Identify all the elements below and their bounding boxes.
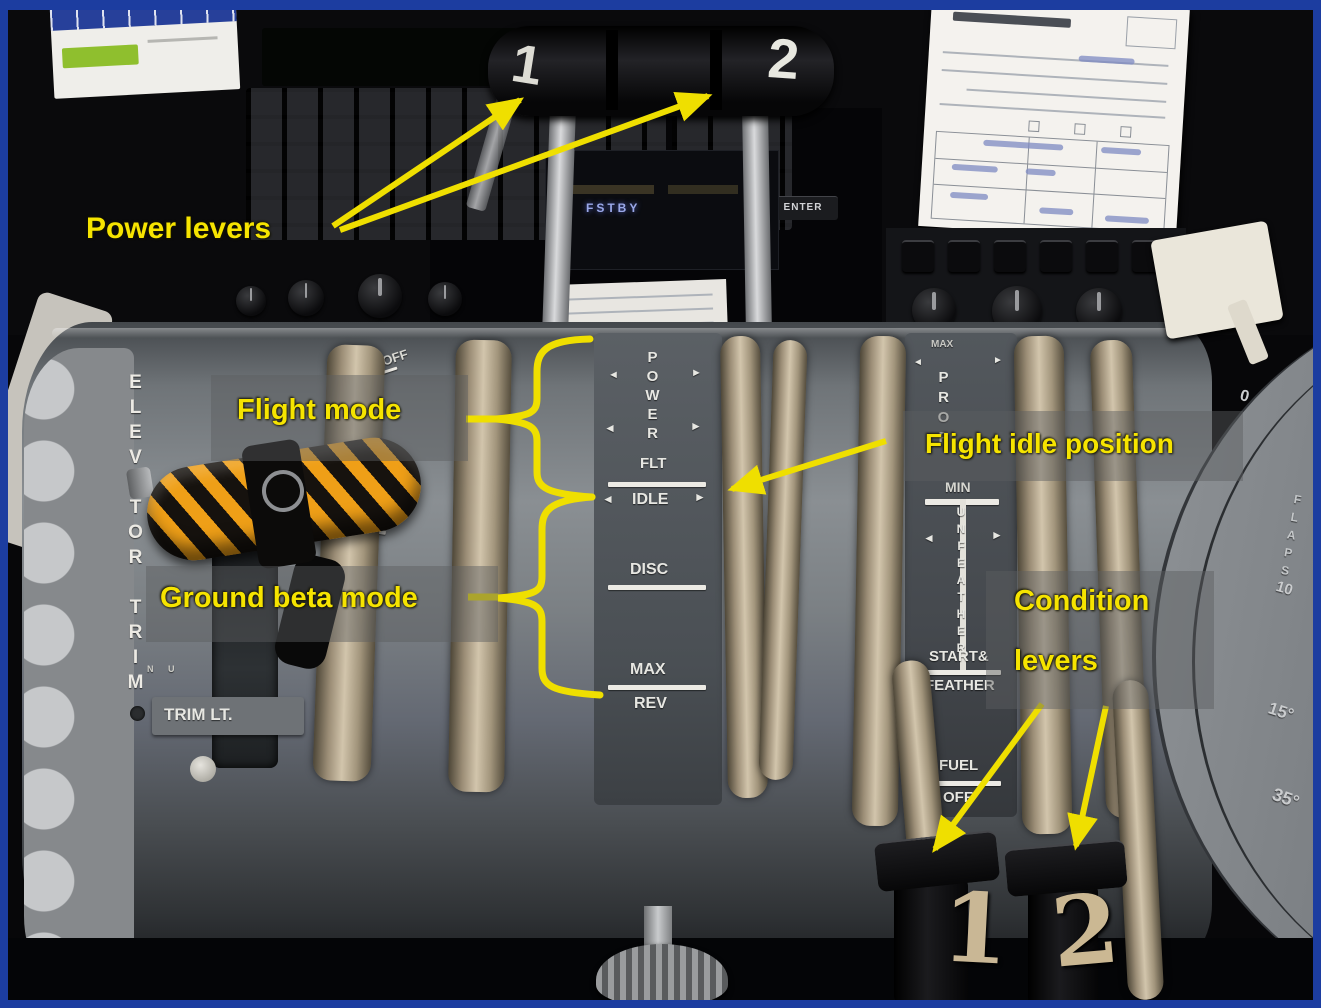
flt-label: FLT bbox=[640, 455, 667, 472]
disc-label: DISC bbox=[630, 561, 669, 578]
trim-light-button bbox=[190, 756, 216, 782]
flight-idle-arrow-icon bbox=[727, 438, 887, 495]
elevator-trim-wheel bbox=[24, 348, 134, 996]
power-lever-knobs bbox=[488, 26, 834, 116]
power-levers-label: Power levers bbox=[86, 212, 272, 245]
flight-mode-brace-icon bbox=[495, 335, 596, 501]
ground-beta-brace-icon bbox=[497, 493, 604, 699]
panel-button bbox=[1086, 240, 1118, 272]
panel-button bbox=[948, 240, 980, 272]
flight-idle-label: Flight idle position bbox=[925, 428, 1174, 459]
console-knob bbox=[236, 286, 266, 316]
cdu-display bbox=[262, 28, 517, 86]
prop-plate-title: PROP bbox=[935, 369, 952, 449]
triangle-right-icon: ► bbox=[694, 490, 706, 504]
idle-label: IDLE bbox=[632, 491, 669, 508]
condition-levers-label-line2: levers bbox=[1014, 645, 1098, 677]
triangle-left-icon: ◄ bbox=[602, 492, 614, 506]
triangle-left-icon: ◄ bbox=[913, 357, 923, 368]
fuel-off-label: OFF bbox=[943, 789, 973, 806]
display-segment bbox=[564, 185, 654, 194]
screw bbox=[130, 706, 145, 721]
fuel-label: FUEL bbox=[939, 757, 979, 774]
flight-idle-label-box bbox=[903, 411, 1243, 481]
start-feather-line bbox=[923, 670, 1001, 675]
min-label: MIN bbox=[945, 479, 971, 495]
standby-indicator: FSTBY bbox=[586, 201, 641, 215]
condition-levers-arrow-1-icon bbox=[932, 702, 1045, 853]
start-label: START& bbox=[929, 648, 989, 665]
console-knob bbox=[428, 282, 462, 316]
max-label: MAX bbox=[630, 661, 666, 678]
trim-light-placard: TRIM LT. bbox=[152, 697, 304, 735]
panel-button bbox=[1040, 240, 1072, 272]
triangle-left-icon: ◄ bbox=[608, 369, 619, 381]
flight-mode-label: Flight mode bbox=[237, 394, 402, 426]
triangle-right-icon: ► bbox=[991, 528, 1003, 542]
triangle-left-icon: ◄ bbox=[923, 531, 935, 545]
feather-label: FEATHER bbox=[925, 677, 995, 694]
fuel-off-line bbox=[925, 781, 1001, 786]
friction-knob bbox=[596, 944, 728, 1006]
knob-groove bbox=[606, 30, 618, 110]
power-levers-arrow-2-icon bbox=[338, 92, 713, 233]
triangle-right-icon: ► bbox=[993, 355, 1003, 366]
flight-mode-label-box bbox=[211, 375, 468, 461]
rev-label: REV bbox=[634, 695, 667, 712]
panel-button bbox=[994, 240, 1026, 272]
condition-levers-label-line1: Condition bbox=[1014, 585, 1150, 617]
unfeather-gate-line bbox=[960, 499, 966, 671]
disc-gate-line bbox=[608, 585, 706, 590]
max-rev-gate-line bbox=[608, 685, 706, 690]
trim-scale-label: N U bbox=[147, 664, 181, 674]
ground-beta-label: Ground beta mode bbox=[160, 582, 418, 614]
condition-levers-label-box bbox=[986, 571, 1214, 709]
power-levers-arrow-1-icon bbox=[331, 97, 524, 229]
ground-beta-label-box bbox=[146, 566, 498, 642]
knob-groove bbox=[710, 30, 722, 110]
display-segment bbox=[668, 185, 738, 194]
console-knob bbox=[288, 280, 324, 316]
prop-max-label: MAX bbox=[931, 339, 954, 350]
console-knob bbox=[358, 274, 402, 318]
trim-light-label: TRIM LT. bbox=[164, 705, 233, 724]
power-plate-title: POWER bbox=[644, 349, 661, 444]
unfeather-label: UNFEATHER bbox=[954, 505, 968, 658]
triangle-right-icon: ► bbox=[691, 367, 702, 379]
flight-idle-gate-line bbox=[608, 482, 706, 487]
panel-button bbox=[902, 240, 934, 272]
power-lever-gate-plate: POWER ◄ ► ◄ ► FLT ◄ IDLE ► DISC MAX REV bbox=[594, 333, 722, 805]
condition-levers-arrow-2-icon bbox=[1067, 705, 1109, 851]
enter-key: ENTER bbox=[768, 196, 838, 220]
flap-wheel-groove bbox=[1192, 312, 1321, 1008]
condition-lever-gate-plate: MAX ◄ ► PROP MIN UNFEATHER ◄ ► START& FE… bbox=[905, 333, 1017, 817]
elevator-trim-label: ELEVATOR TRIM bbox=[125, 372, 146, 697]
standby-module: FSTBY bbox=[545, 150, 779, 270]
condition-lever-1-body bbox=[894, 878, 968, 1004]
triangle-left-icon: ◄ bbox=[604, 421, 616, 435]
triangle-right-icon: ► bbox=[690, 419, 702, 433]
condition-lever-2-body bbox=[1028, 884, 1098, 1006]
